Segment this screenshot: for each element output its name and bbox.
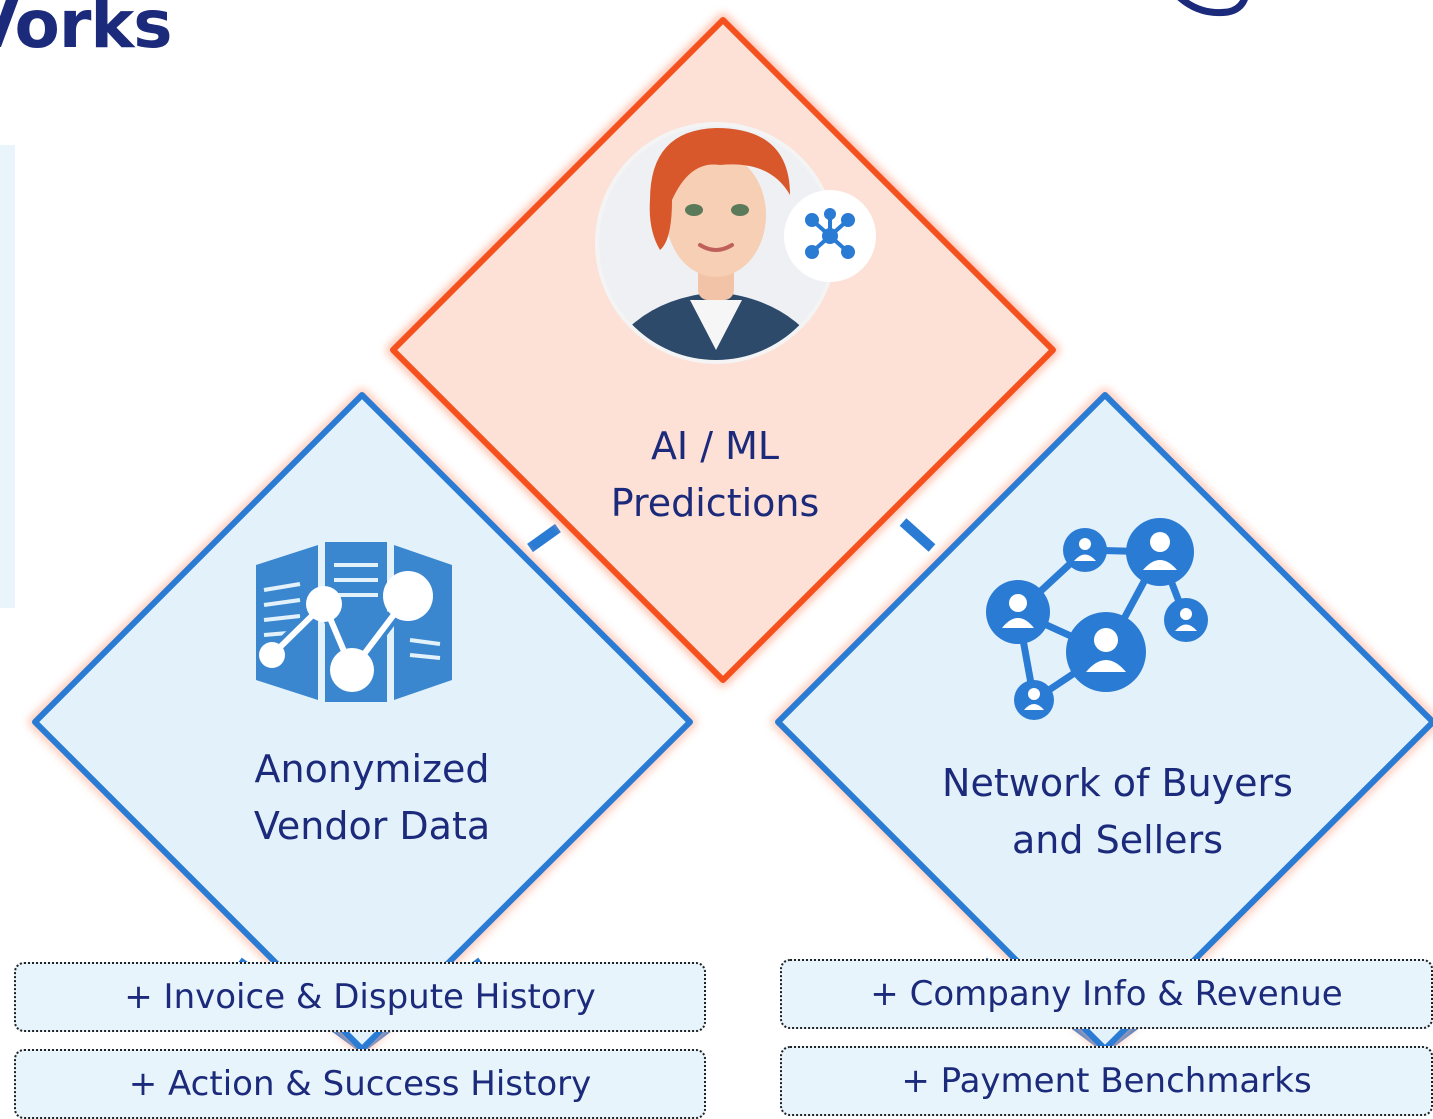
ai-network-badge-icon	[784, 190, 876, 282]
ai-label-line1: AI / ML	[650, 424, 780, 468]
vendor-detail-action-history: + Action & Success History	[14, 1049, 706, 1119]
logo-icon	[1177, 0, 1248, 17]
ai-predictions-label: AI / ML Predictions	[575, 418, 855, 532]
page-title: Vorks	[0, 0, 173, 63]
network-label-line1: Network of Buyers	[942, 761, 1293, 805]
connector-right	[899, 518, 936, 552]
vendor-detail-invoice-history: + Invoice & Dispute History	[14, 962, 706, 1032]
network-label-line2: and Sellers	[1012, 818, 1223, 862]
server-data-icon	[256, 542, 452, 702]
network-detail-payment-benchmarks: + Payment Benchmarks	[780, 1046, 1433, 1116]
side-panel	[0, 145, 15, 608]
vendor-label-line2: Vendor Data	[253, 804, 491, 848]
vendor-label-line1: Anonymized	[254, 747, 490, 791]
ai-label-line2: Predictions	[610, 481, 820, 525]
vendor-data-label: Anonymized Vendor Data	[222, 741, 522, 855]
people-network-icon	[986, 518, 1208, 720]
connector-left	[527, 523, 561, 553]
network-label: Network of Buyers and Sellers	[915, 755, 1320, 869]
network-detail-company-info: + Company Info & Revenue	[780, 959, 1433, 1029]
